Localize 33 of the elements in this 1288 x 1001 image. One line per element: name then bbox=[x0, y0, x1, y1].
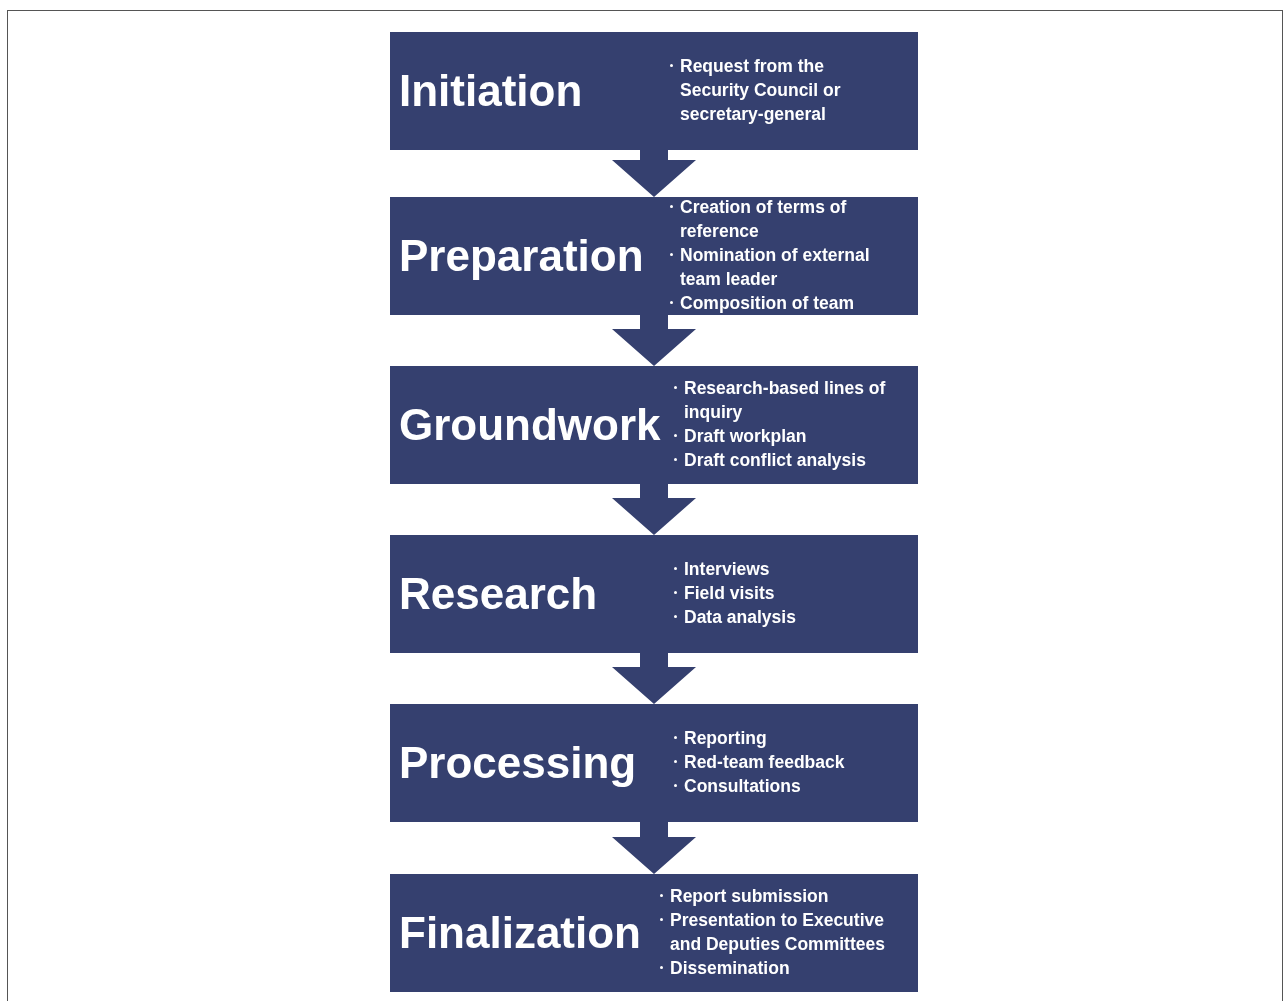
bullet-text: Dissemination bbox=[670, 958, 790, 978]
bullet-text: Report submission bbox=[670, 886, 829, 906]
block-arrow bbox=[612, 315, 696, 366]
bullet-text: Consultations bbox=[684, 776, 801, 796]
stage-title: Research bbox=[399, 572, 598, 616]
stage-box bbox=[390, 874, 918, 992]
stage-box bbox=[390, 32, 918, 150]
bullet-text: Composition of team bbox=[680, 293, 855, 313]
bullet-text: Nomination of external team leader bbox=[680, 245, 870, 289]
bullet-text: Interviews bbox=[684, 559, 770, 579]
block-arrow bbox=[612, 822, 696, 874]
stage-title: Initiation bbox=[399, 69, 583, 113]
stage-box bbox=[390, 535, 918, 653]
stage-title: Preparation bbox=[399, 234, 644, 278]
bullet-text: Field visits bbox=[684, 583, 775, 603]
stage-box bbox=[390, 366, 918, 484]
stage-box bbox=[390, 704, 918, 822]
bullet-text: Presentation to Executive and Deputies Committees bbox=[670, 910, 885, 954]
bullet-text: Reporting bbox=[684, 728, 767, 748]
bullet-text: Draft workplan bbox=[684, 426, 807, 446]
block-arrow bbox=[612, 653, 696, 704]
bullet-text: Creation of terms of reference bbox=[680, 197, 847, 241]
bullet-text: Research-based lines of inquiry bbox=[684, 378, 886, 422]
bullet-text: Red-team feedback bbox=[684, 752, 845, 772]
stage-title: Finalization bbox=[399, 911, 641, 955]
stage-title: Groundwork bbox=[399, 403, 661, 447]
bullet-text: Request from the Security Council or secretary-general bbox=[680, 56, 841, 124]
bullet-text: Data analysis bbox=[684, 607, 796, 627]
block-arrow bbox=[612, 150, 696, 197]
block-arrow bbox=[612, 484, 696, 535]
stage-title: Processing bbox=[399, 741, 637, 785]
bullet-text: Draft conflict analysis bbox=[684, 450, 866, 470]
stage-box bbox=[390, 197, 918, 315]
